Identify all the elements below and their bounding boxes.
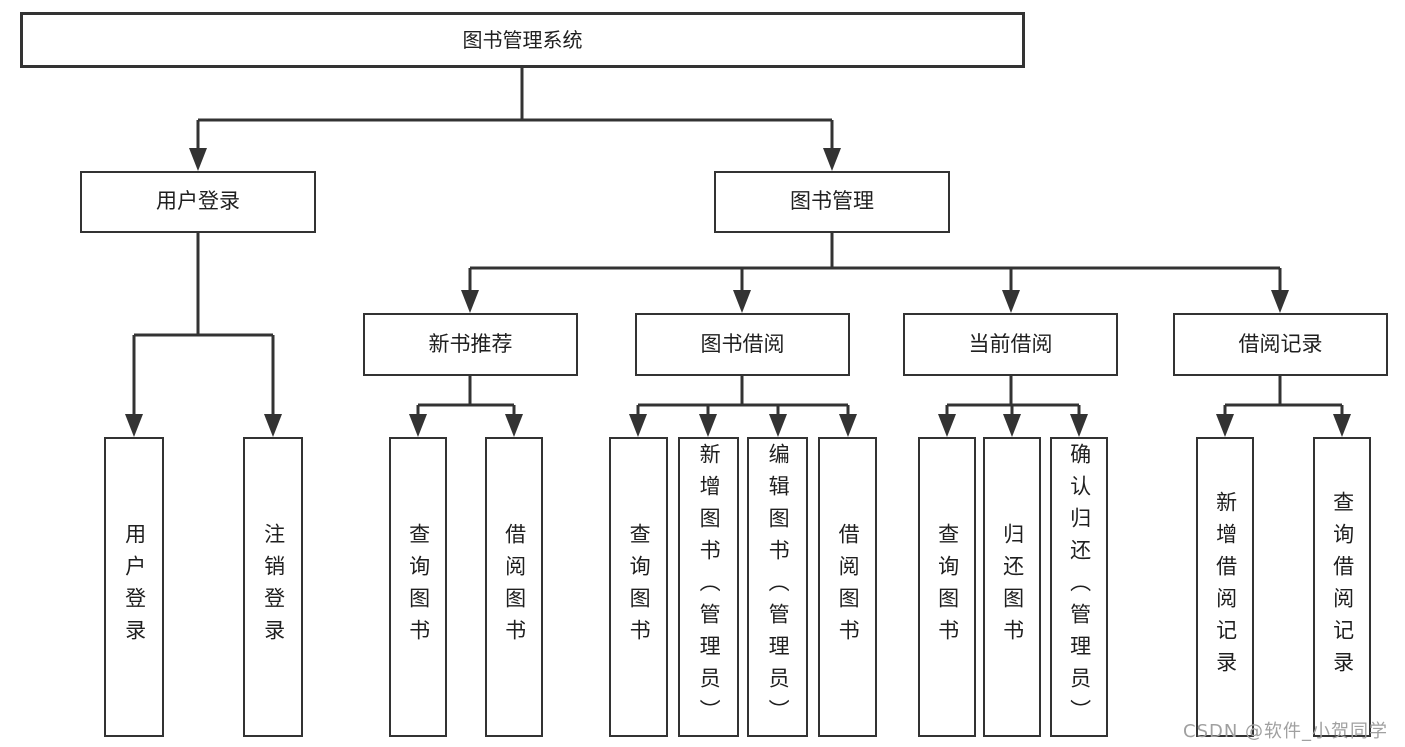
node-label: 当前借阅 xyxy=(968,331,1053,356)
edge-user-login-bus xyxy=(132,233,275,419)
node-book-management: 图书管理 xyxy=(714,171,950,233)
arrowhead xyxy=(461,290,479,313)
node-book-borrow: 图书借阅 xyxy=(635,313,850,376)
node-label: 查询图书 xyxy=(406,523,431,651)
node-label: 归还图书 xyxy=(1000,523,1025,651)
node-label: 新增图书（管理员） xyxy=(697,443,722,731)
arrowhead xyxy=(1333,414,1351,437)
arrowhead xyxy=(264,414,282,437)
node-label: 图书借阅 xyxy=(700,331,785,356)
arrowhead xyxy=(769,414,787,437)
arrowhead xyxy=(699,414,717,437)
node-label: 查询借阅记录 xyxy=(1330,491,1355,683)
arrowhead xyxy=(938,414,956,437)
csdn-watermark: CSDN @软件_小贺同学 xyxy=(1183,721,1389,742)
node-label: 新书推荐 xyxy=(428,331,513,356)
node-label: 借阅记录 xyxy=(1238,331,1323,356)
arrowhead xyxy=(1002,290,1020,313)
node-label: 借阅图书 xyxy=(836,523,861,651)
node-label: 新增借阅记录 xyxy=(1213,491,1238,683)
arrowhead xyxy=(1070,414,1088,437)
node-label: 注销登录 xyxy=(261,523,286,651)
arrowhead xyxy=(733,290,751,313)
leaf-user-login: 用户登录 xyxy=(104,437,164,737)
edge-new-book-bus xyxy=(416,376,516,419)
arrowhead xyxy=(629,414,647,437)
arrowhead xyxy=(1271,290,1289,313)
arrowhead xyxy=(189,148,207,171)
leaf-query-borrow-record: 查询借阅记录 xyxy=(1313,437,1371,737)
leaf-return-books: 归还图书 xyxy=(983,437,1041,737)
leaf-query-books-borrow: 查询图书 xyxy=(609,437,668,737)
node-new-book-recommend: 新书推荐 xyxy=(363,313,578,376)
node-user-login: 用户登录 xyxy=(80,171,316,233)
leaf-confirm-return-admin: 确认归还（管理员） xyxy=(1050,437,1108,737)
node-library-management-system: 图书管理系统 xyxy=(20,12,1025,68)
node-label: 编辑图书（管理员） xyxy=(766,443,791,731)
edge-current-borrow-bus xyxy=(945,376,1081,419)
node-label: 查询图书 xyxy=(935,523,960,651)
node-borrow-records: 借阅记录 xyxy=(1173,313,1388,376)
arrowhead xyxy=(125,414,143,437)
leaf-borrow-books: 借阅图书 xyxy=(818,437,877,737)
arrowhead xyxy=(1216,414,1234,437)
node-label: 查询图书 xyxy=(627,523,652,651)
edge-root-bus xyxy=(196,68,834,153)
leaf-logout: 注销登录 xyxy=(243,437,303,737)
node-label: 确认归还（管理员） xyxy=(1067,443,1092,731)
leaf-add-books-admin: 新增图书（管理员） xyxy=(678,437,739,737)
leaf-add-borrow-record: 新增借阅记录 xyxy=(1196,437,1254,737)
node-label: 用户登录 xyxy=(156,189,240,214)
leaf-query-books-recommend: 查询图书 xyxy=(389,437,447,737)
arrowhead xyxy=(409,414,427,437)
arrowhead xyxy=(505,414,523,437)
node-label: 图书管理系统 xyxy=(462,28,583,52)
leaf-edit-books-admin: 编辑图书（管理员） xyxy=(747,437,808,737)
edge-borrow-records-bus xyxy=(1223,376,1344,419)
node-label: 用户登录 xyxy=(122,523,147,651)
arrowhead xyxy=(1003,414,1021,437)
leaf-borrow-books-recommend: 借阅图书 xyxy=(485,437,543,737)
arrowhead xyxy=(823,148,841,171)
edge-book-management-bus xyxy=(468,233,1282,295)
node-label: 图书管理 xyxy=(790,189,874,214)
node-current-borrow: 当前借阅 xyxy=(903,313,1118,376)
node-label: 借阅图书 xyxy=(502,523,527,651)
edge-book-borrow-bus xyxy=(636,376,850,419)
arrowhead xyxy=(839,414,857,437)
leaf-query-books-current: 查询图书 xyxy=(918,437,976,737)
